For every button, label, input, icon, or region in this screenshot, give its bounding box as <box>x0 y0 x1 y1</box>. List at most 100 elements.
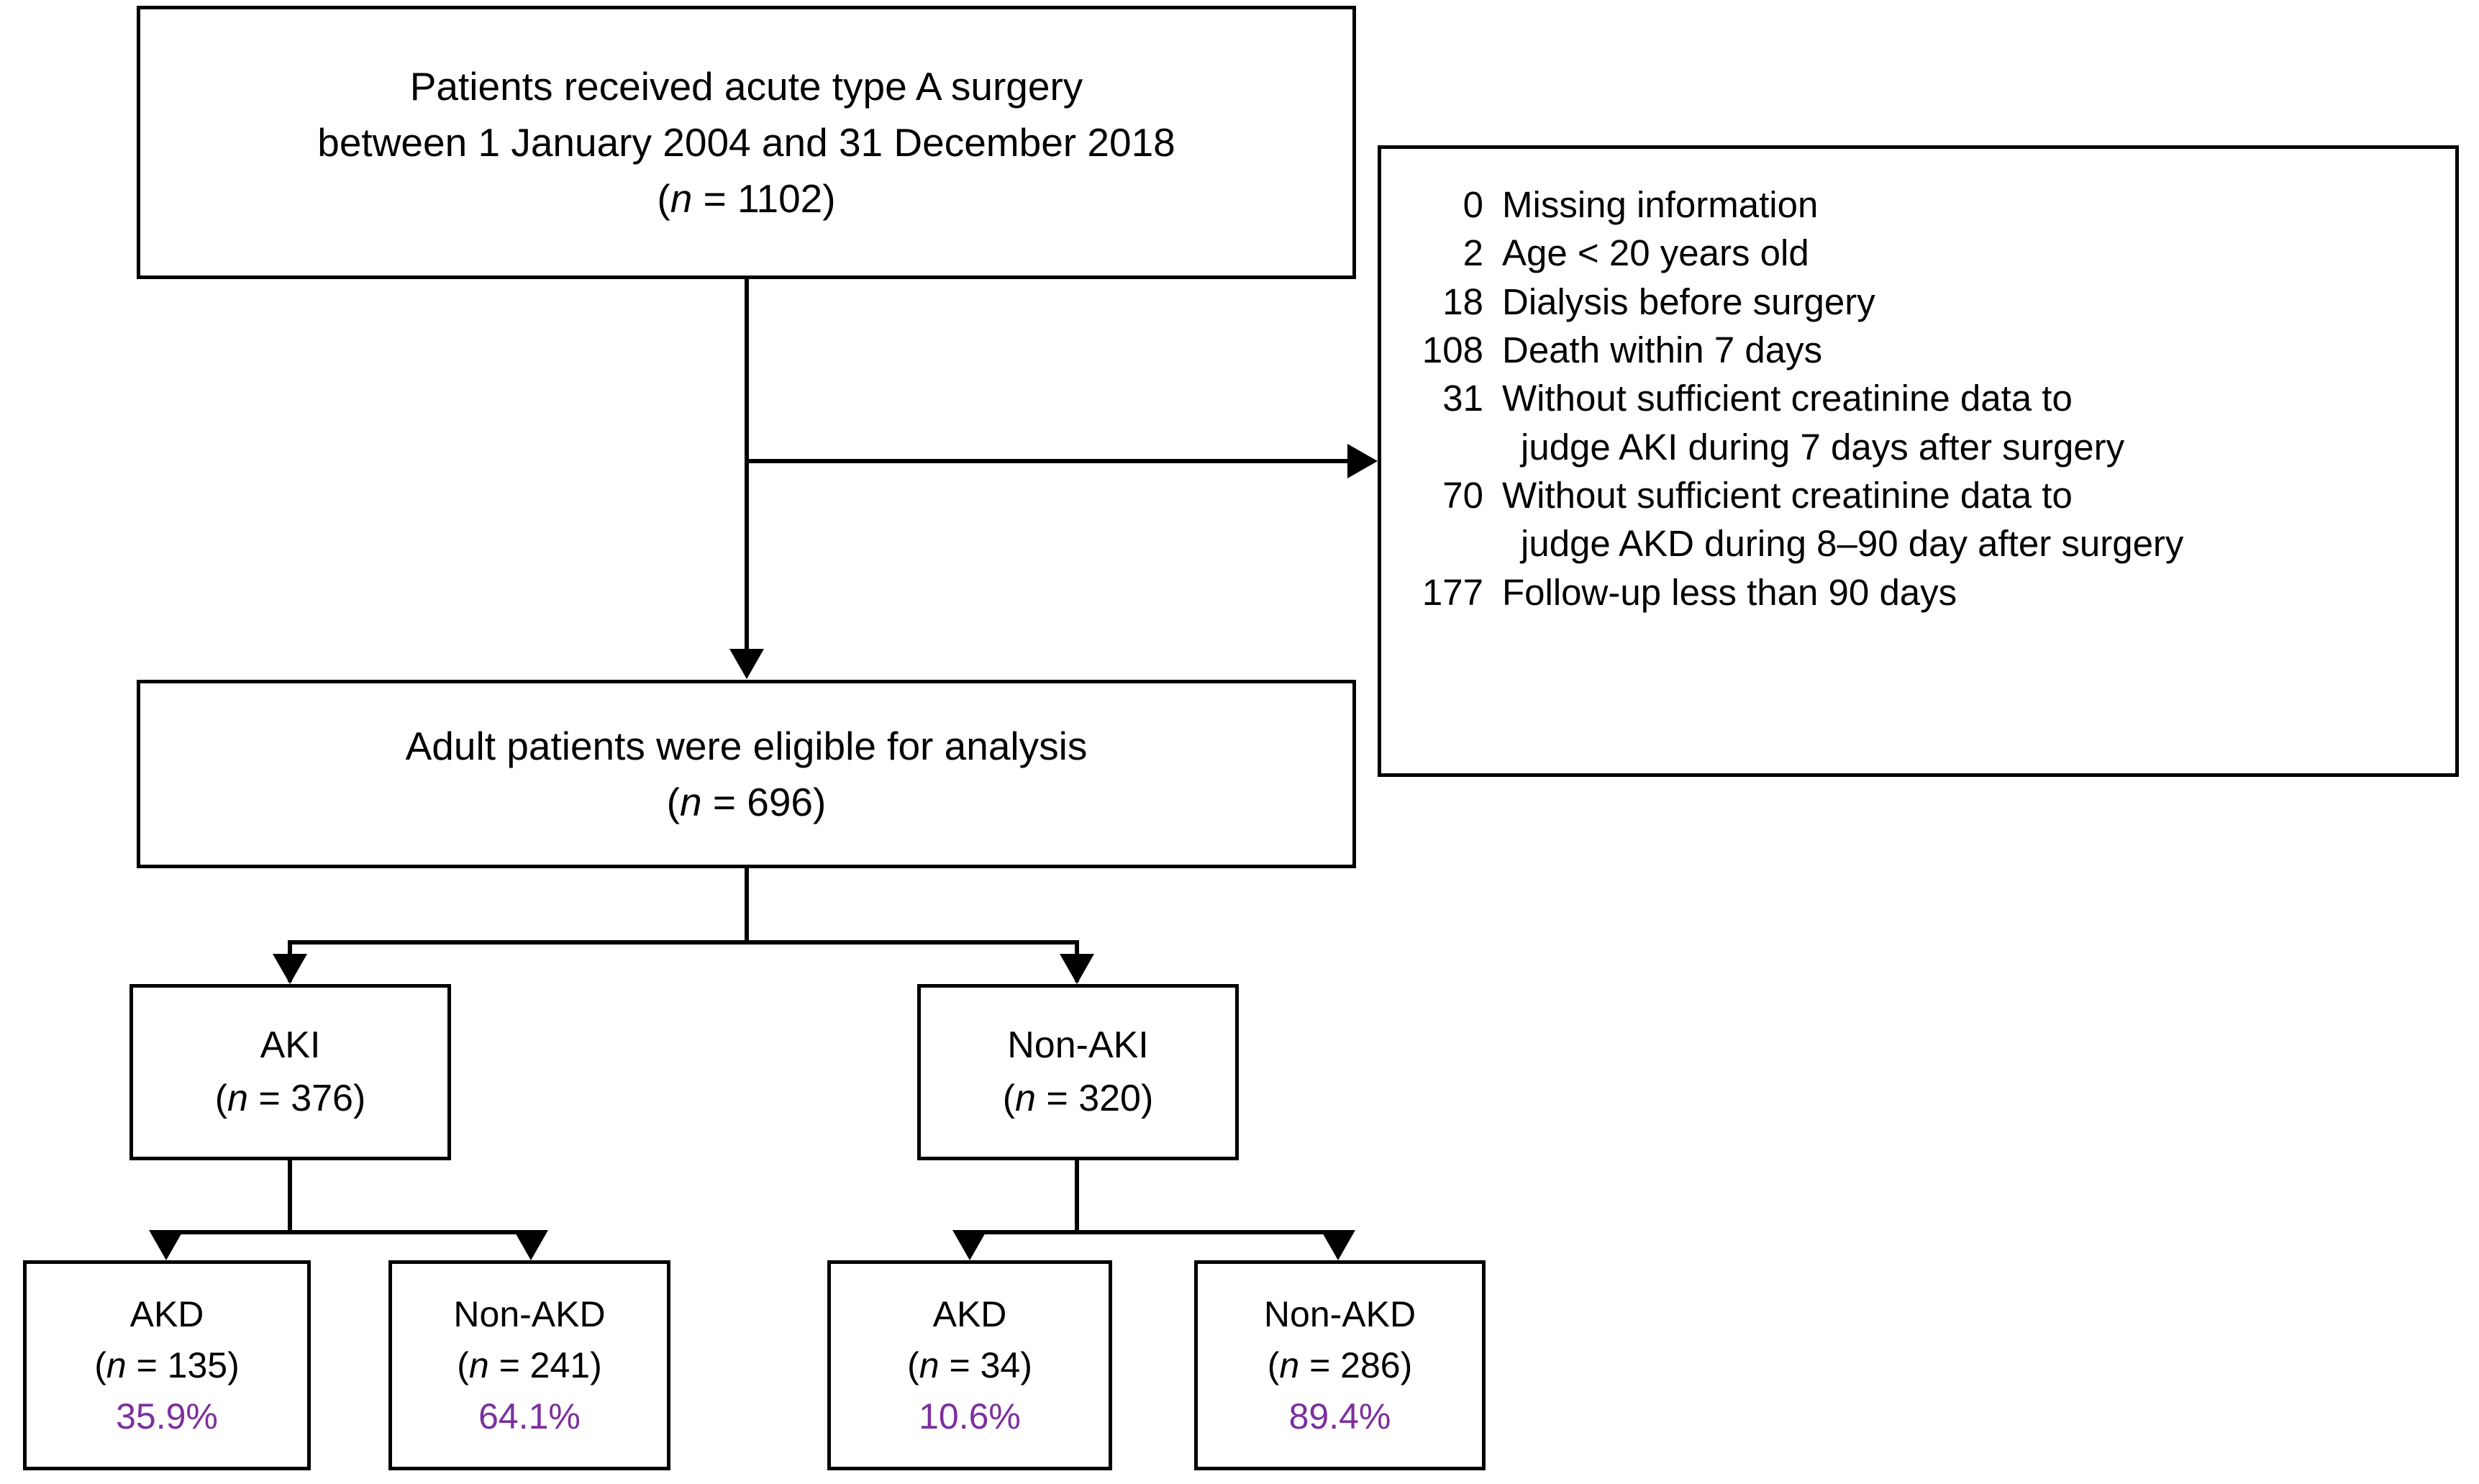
source-cohort-line-2: between 1 January 2004 and 31 December 2… <box>317 119 1175 165</box>
exclusion-row: 108 Death within 7 days <box>1381 326 2455 374</box>
paren-close: ) <box>227 1344 240 1385</box>
equals-sign: = <box>247 1077 291 1119</box>
non-aki-akd-percent: 10.6% <box>919 1396 1021 1437</box>
n-symbol: n <box>679 780 702 824</box>
equals-sign: = <box>939 1344 981 1385</box>
n-symbol: n <box>1015 1077 1036 1119</box>
paren-open: ( <box>457 1344 469 1385</box>
node-exclusions: 0 Missing information 2 Age < 20 years o… <box>1378 145 2459 777</box>
n-symbol: n <box>468 1344 489 1385</box>
node-eligible: Adult patients were eligible for analysi… <box>137 680 1356 868</box>
node-non-aki: Non-AKI (n = 320) <box>917 984 1239 1160</box>
non-aki-non-akd-label: Non-AKD <box>1263 1293 1416 1334</box>
arrowhead-non-aki-to-akd <box>952 1230 987 1260</box>
arrowhead-aki-to-akd <box>149 1230 183 1260</box>
exclusion-reason: Missing information <box>1502 184 1819 225</box>
non-aki-akd-label: AKD <box>932 1293 1007 1334</box>
aki-akd-percent: 35.9% <box>116 1396 218 1437</box>
n-value: 320 <box>1078 1077 1141 1119</box>
paren-open: ( <box>214 1077 228 1119</box>
non-aki-count: (n = 320) <box>1003 1073 1154 1126</box>
exclusion-reason: Without sufficient creatinine data to <box>1502 378 2073 419</box>
non-aki-akd-count: (n = 34) <box>907 1340 1032 1391</box>
exclusion-count: 18 <box>1442 281 1483 322</box>
exclusion-count: 0 <box>1463 184 1483 225</box>
arrowhead-eligible-to-non-aki <box>1060 954 1094 984</box>
paren-open: ( <box>1267 1344 1280 1385</box>
exclusion-reason: Dialysis before surgery <box>1502 281 1875 322</box>
n-symbol: n <box>670 176 693 222</box>
paren-close: ) <box>352 1077 366 1119</box>
paren-open: ( <box>907 1344 919 1385</box>
paren-open: ( <box>657 176 670 222</box>
equals-sign: = <box>1035 1077 1079 1119</box>
paren-open: ( <box>666 780 680 824</box>
arrowhead-source-to-eligible <box>729 649 764 679</box>
n-value: 696 <box>747 780 814 824</box>
exclusion-row: 177 Follow-up less than 90 days <box>1381 568 2455 616</box>
exclusion-count: 70 <box>1442 474 1483 516</box>
exclusion-reason-cont: judge AKD during 8–90 day after surgery <box>1521 523 2184 565</box>
exclusion-row: 18 Dialysis before surgery <box>1381 278 2455 326</box>
n-value: 376 <box>291 1077 353 1119</box>
n-symbol: n <box>1279 1344 1300 1385</box>
exclusion-reason: Without sufficient creatinine data to <box>1502 474 2073 516</box>
exclusion-count: 2 <box>1463 232 1483 274</box>
equals-sign: = <box>1299 1344 1341 1385</box>
equals-sign: = <box>126 1344 168 1385</box>
connector-non-aki-split-bar <box>968 1230 1340 1234</box>
source-cohort-line-1: Patients received acute type A surgery <box>409 63 1083 109</box>
non-aki-non-akd-count: (n = 286) <box>1268 1340 1413 1391</box>
node-non-aki-non-akd: Non-AKD (n = 286) 89.4% <box>1194 1260 1486 1470</box>
n-value: 135 <box>167 1344 228 1385</box>
node-aki-akd: AKD (n = 135) 35.9% <box>23 1260 311 1470</box>
paren-close: ) <box>1140 1077 1154 1119</box>
n-value: 34 <box>980 1344 1021 1385</box>
connector-eligible-trunk <box>745 868 749 944</box>
exclusion-reason: Follow-up less than 90 days <box>1502 571 1957 613</box>
exclusion-count: 177 <box>1422 571 1483 613</box>
eligible-count: (n = 696) <box>667 774 827 830</box>
paren-open: ( <box>1002 1077 1016 1119</box>
paren-close: ) <box>1400 1344 1413 1385</box>
n-symbol: n <box>919 1344 940 1385</box>
node-source-cohort: Patients received acute type A surgery b… <box>137 6 1356 279</box>
source-cohort-count: (n = 1102) <box>657 170 835 227</box>
connector-non-aki-trunk <box>1075 1160 1079 1234</box>
node-aki-non-akd: Non-AKD (n = 241) 64.1% <box>388 1260 670 1470</box>
paren-close: ) <box>590 1344 602 1385</box>
exclusion-row: 70 Without sufficient creatinine data to <box>1381 471 2455 519</box>
eligible-line-1: Adult patients were eligible for analysi… <box>405 723 1088 768</box>
aki-akd-label: AKD <box>129 1293 204 1334</box>
n-symbol: n <box>227 1077 248 1119</box>
connector-aki-split-bar <box>164 1230 533 1234</box>
n-value: 241 <box>529 1344 591 1385</box>
aki-label: AKI <box>260 1024 321 1066</box>
arrowhead-to-exclusions <box>1347 444 1378 478</box>
connector-aki-trunk <box>288 1160 292 1234</box>
exclusion-count: 108 <box>1422 329 1483 370</box>
paren-close: ) <box>813 780 827 824</box>
n-value: 286 <box>1340 1344 1401 1385</box>
aki-count: (n = 376) <box>215 1073 366 1126</box>
connector-eligible-split-bar <box>288 940 1079 944</box>
node-aki: AKI (n = 376) <box>129 984 451 1160</box>
exclusion-row: 2 Age < 20 years old <box>1381 229 2455 277</box>
aki-non-akd-label: Non-AKD <box>453 1293 606 1334</box>
aki-non-akd-percent: 64.1% <box>478 1396 581 1437</box>
arrowhead-aki-to-non-akd <box>514 1230 548 1260</box>
node-non-aki-akd: AKD (n = 34) 10.6% <box>827 1260 1112 1470</box>
equals-sign: = <box>701 780 747 824</box>
exclusion-reason: Death within 7 days <box>1502 329 1823 370</box>
aki-non-akd-count: (n = 241) <box>457 1340 602 1391</box>
exclusion-reason: Age < 20 years old <box>1502 232 1809 274</box>
exclusion-row: 31 Without sufficient creatinine data to <box>1381 374 2455 422</box>
aki-akd-count: (n = 135) <box>94 1340 240 1391</box>
non-aki-label: Non-AKI <box>1007 1024 1149 1066</box>
n-value: 1102 <box>737 176 823 222</box>
arrowhead-eligible-to-aki <box>273 954 307 984</box>
connector-to-exclusions <box>745 459 1347 463</box>
exclusion-row: 0 Missing information <box>1381 181 2455 229</box>
paren-open: ( <box>94 1344 106 1385</box>
